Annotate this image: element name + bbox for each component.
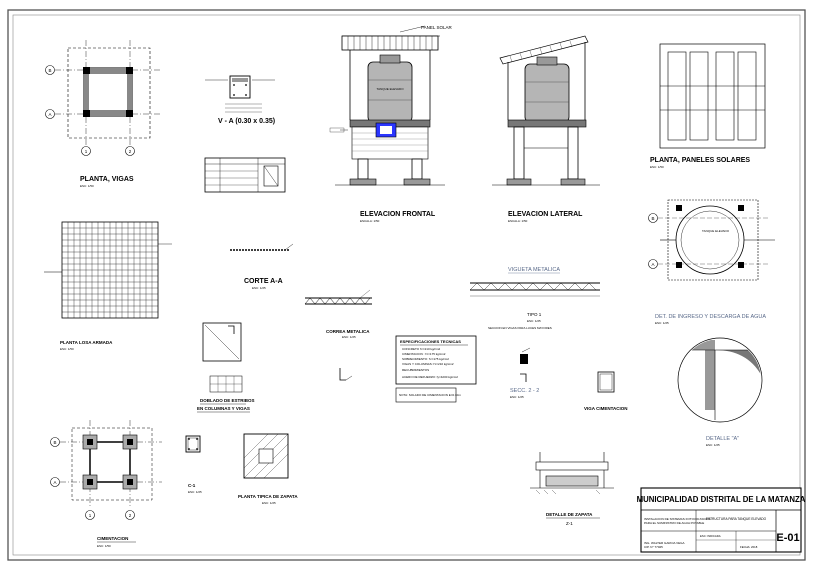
detalle-a-scale: ESC: 1/25 [706, 443, 720, 447]
elevacion-frontal-scale: ESCALA: 1/50 [360, 219, 380, 223]
escala-label: ESC: INDICADA [700, 534, 721, 538]
fecha-label: FECHA: 2018 [740, 545, 758, 549]
esp-line-3: SOBRECIMIENTO: f'c=175 kg/cm2 [402, 357, 449, 361]
correa-metalica-scale: ESC: 1/25 [342, 335, 356, 339]
planta-vigas-title: PLANTA, VIGAS [80, 176, 134, 183]
det-ingreso-title: DET. DE INGRESO Y DESCARGA DE AGUA [655, 314, 766, 320]
vigueta-metalica-title: VIGUETA METALICA [508, 267, 560, 273]
planta-zapata-title: PLANTA TIPICA DE ZAPATA [238, 494, 298, 499]
project-line-2: PARA EL SUMINISTRO DE AGUA POTABLE [644, 521, 704, 525]
engineer-line-1: ING. WALTER GARCIA VEGA [644, 541, 685, 545]
correa-metalica-title: CORREA METALICA [326, 329, 370, 334]
c1-drawing: C-1 ESC: 1/25 [185, 435, 202, 494]
project-line-1: INSTALACION DE SISTEMAS FOTOVOLTAICOS [644, 517, 711, 521]
detalle-a-title: DETALLE "A" [706, 436, 739, 442]
secc-22-drawing: SECCION EN VIGAS PARA LUCES MAYORES SECC… [488, 326, 552, 399]
seccion-va-drawing: V - A (0.30 x 0.35) [205, 75, 275, 125]
cimentacion-drawing: B A 1 2 CIMENTACION ESC: 1/50 [50, 420, 162, 548]
planta-vigas-scale: ESC: 1/50 [80, 184, 94, 188]
title-block: MUNICIPALIDAD DISTRITAL DE LA MATANZA IN… [637, 487, 806, 553]
vigueta-metalica-drawing: VIGUETA METALICA TIPO 1 ESC: 1/25 [469, 267, 600, 323]
tanque-elevado-label: TANQUE ELEVADO [376, 87, 404, 91]
detalle-a-drawing: DETALLE "A" ESC: 1/25 [677, 337, 763, 447]
doblado-title-line1: DOBLADO DE ESTRIBOS [200, 398, 255, 403]
cim-axis-b-label: B [53, 440, 56, 445]
especificaciones-box: ESPECIFICACIONES TECNICAS CONCRETO f'c=2… [395, 335, 477, 403]
cim-axis-a-label: A [53, 480, 56, 485]
det-ingreso-scale: ESC: 1/25 [655, 321, 669, 325]
especificaciones-title: ESPECIFICACIONES TECNICAS [400, 339, 461, 344]
viga-cimentacion-drawing: VIGA CIMENTACION [584, 371, 628, 411]
planta-losa-title: PLANTA LOSA ARMADA [60, 340, 113, 345]
axis-b-label: B [48, 68, 51, 73]
corte-aa-scale: ESC: 1/25 [252, 286, 266, 290]
esp-nota: NOTA: SOLADO DE CIMENTACION E=0.10m [399, 393, 461, 397]
planta-losa-scale: ESC: 1/50 [60, 347, 74, 351]
planta-zapata-scale: ESC: 1/25 [262, 501, 276, 505]
det-tanque-label: TANQUE ELEVADO [702, 229, 730, 233]
hook-detail [339, 368, 353, 381]
corte-aa-drawing: CORTE A-A ESC: 1/25 [230, 243, 294, 290]
seccion-note: SECCION EN VIGAS PARA LUCES MAYORES [488, 326, 552, 330]
cim-axis-1-label: 1 [89, 513, 92, 518]
elevacion-frontal-drawing: PANEL SOLAR TANQUE ELEVADO ELEVACION FRO… [329, 25, 453, 223]
correa-metalica-drawing: CORREA METALICA ESC: 1/25 [304, 289, 372, 339]
elevacion-lateral-title: ELEVACION LATERAL [508, 211, 583, 218]
engineer-line-2: CIP. N° 77025 [644, 545, 663, 549]
det-axis-a-label: A [651, 262, 654, 267]
plan-name: ESTRUCTURA PARA TANQUE ELEVADO [706, 517, 767, 521]
det-axis-b-label: B [651, 216, 654, 221]
elevacion-lateral-scale: ESCALA: 1/50 [508, 219, 528, 223]
corte-aa-title: CORTE A-A [244, 278, 283, 285]
planta-paneles-drawing: PLANTA, PANELES SOLARES ESC: 1/50 [650, 43, 766, 169]
axis-2-label: 2 [129, 149, 132, 154]
planta-paneles-title: PLANTA, PANELES SOLARES [650, 157, 750, 164]
c1-scale: ESC: 1/25 [188, 490, 202, 494]
esp-line-2: CIMENTACION : f'c=175 kg/cm2 [402, 352, 446, 356]
esp-line-5: RECUBRIMIENTOS [402, 368, 429, 372]
esp-line-6: ACERO DE REFUERZO: fy=4200 kg/cm2 [402, 375, 458, 379]
cimentacion-title: CIMENTACION [97, 536, 128, 541]
panel-solar-label: PANEL SOLAR [421, 25, 453, 30]
detalle-zapata-drawing: DETALLE DE ZAPATA Z-1 [530, 452, 614, 526]
seccion-va-title: V - A (0.30 x 0.35) [218, 118, 275, 125]
elevacion-lateral-drawing: ELEVACION LATERAL ESCALA: 1/50 [492, 35, 600, 223]
detalle-zapata-title: DETALLE DE ZAPATA [546, 512, 593, 517]
secc-22-title: SECC. 2 - 2 [510, 388, 539, 394]
vigueta-metalica-scale: ESC: 1/25 [527, 319, 541, 323]
axis-1-label: 1 [85, 149, 88, 154]
planta-zapata-drawing: PLANTA TIPICA DE ZAPATA ESC: 1/25 [238, 433, 298, 505]
det-ingreso-drawing: B A TANQUE ELEVADO DET. DE INGRESO Y DES… [648, 199, 775, 325]
doblado-estribos-drawing: DOBLADO DE ESTRIBOS EN COLUMNAS Y VIGAS [197, 322, 255, 413]
sheet-number: E-01 [776, 532, 799, 544]
cim-axis-2-label: 2 [129, 513, 132, 518]
vigueta-tipo-label: TIPO 1 [527, 312, 542, 317]
esp-line-1: CONCRETO f'c=210 kg/cm2 [402, 347, 440, 351]
esp-line-4: VIGAS Y COLUMNAS: f'c=210 kg/cm2 [402, 362, 454, 366]
legend-table [204, 157, 286, 193]
viga-cimentacion-title: VIGA CIMENTACION [584, 406, 628, 411]
secc-22-scale: ESC: 1/25 [510, 395, 524, 399]
planta-vigas-drawing: B A 1 2 PLANTA, VIGAS ESC: 1/50 [45, 40, 160, 188]
organization-title: MUNICIPALIDAD DISTRITAL DE LA MATANZA [637, 495, 806, 504]
detalle-zapata-sub: Z-1 [566, 521, 573, 526]
planta-paneles-scale: ESC: 1/50 [650, 165, 664, 169]
c1-title: C-1 [188, 483, 196, 488]
cimentacion-scale: ESC: 1/50 [97, 544, 111, 548]
planta-losa-drawing: PLANTA LOSA ARMADA ESC: 1/50 [44, 221, 172, 351]
elevacion-frontal-title: ELEVACION FRONTAL [360, 211, 436, 218]
doblado-title-line2: EN COLUMNAS Y VIGAS [197, 406, 250, 411]
axis-a-label: A [48, 112, 51, 117]
